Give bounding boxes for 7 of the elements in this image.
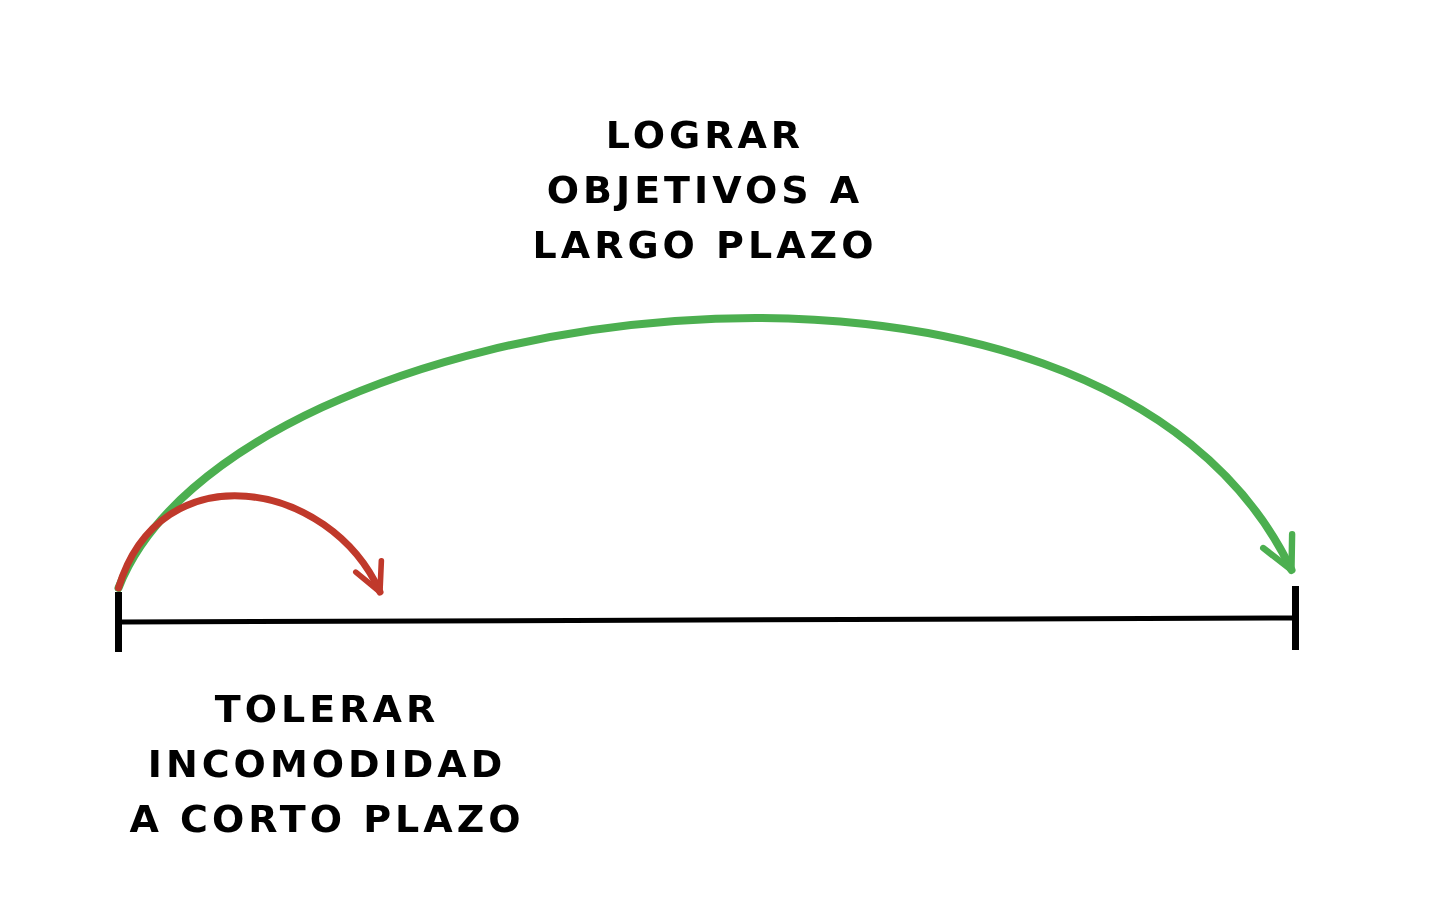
caption-text: LOGRAR OBJETIVOS A LARGO PLAZO xyxy=(531,112,879,269)
tick-mark xyxy=(1292,586,1299,650)
arc-arrow xyxy=(115,492,384,596)
arc-arrow xyxy=(114,315,1296,592)
caption-text: TOLERAR INCOMODIDAD A CORTO PLAZO xyxy=(128,686,526,843)
tick-mark xyxy=(115,592,122,652)
timeline-line xyxy=(119,615,1295,625)
